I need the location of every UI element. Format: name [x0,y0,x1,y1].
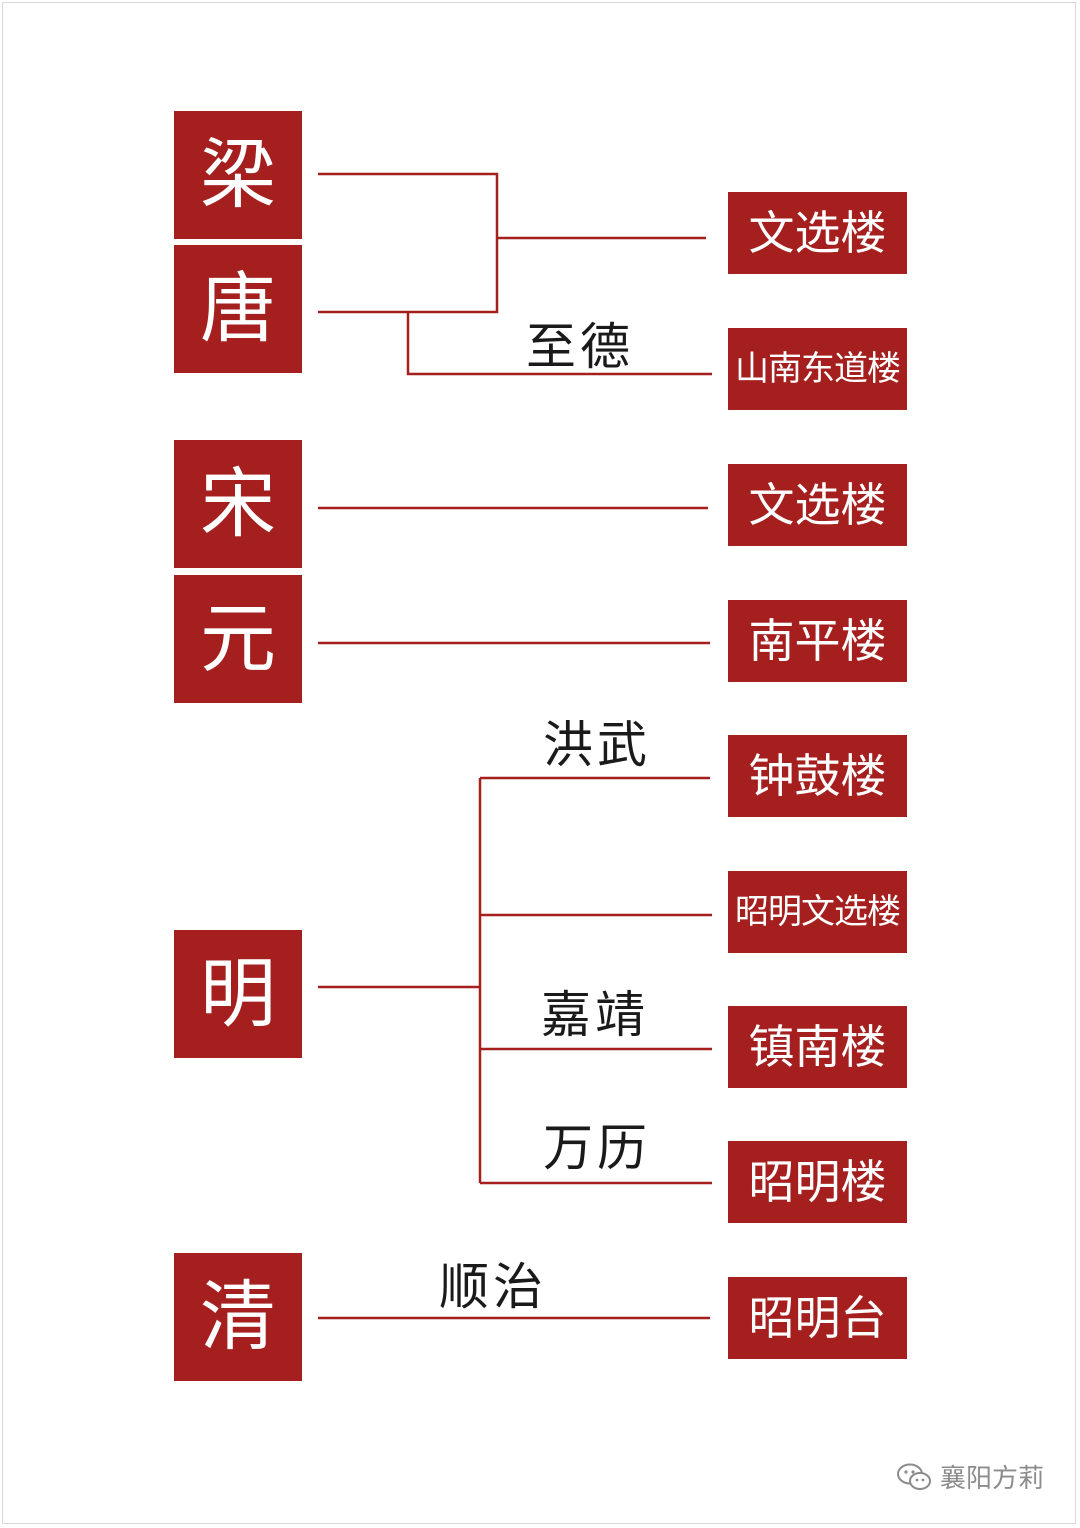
dynasty-ming: 明 [174,930,302,1058]
era-shunzhi: 顺治 [439,1258,547,1316]
dynasty-qing: 清 [174,1253,302,1381]
era-zhide: 至德 [526,318,634,376]
era-jiajing: 嘉靖 [541,986,649,1044]
building-nanpinglou: 南平楼 [728,600,907,682]
building-wenxuanlou-liang-tang: 文选楼 [728,192,907,274]
era-wanli: 万历 [543,1119,651,1177]
dynasty-song: 宋 [174,440,302,568]
connector-liang-tang [318,172,499,314]
dynasty-liang: 梁 [174,111,302,239]
building-zhaominglou: 昭明楼 [728,1141,907,1223]
watermark: 襄阳方莉 [896,1458,1044,1495]
dynasty-yuan: 元 [174,575,302,703]
building-zhaoming-wenxuanlou: 昭明文选楼 [728,871,907,953]
building-zhennanlou: 镇南楼 [728,1006,907,1088]
building-zhongulou: 钟鼓楼 [728,735,907,817]
watermark-text: 襄阳方莉 [940,1464,1045,1494]
era-hongwu: 洪武 [543,716,651,774]
building-zhaomingtai: 昭明台 [728,1277,907,1359]
dynasty-tang: 唐 [174,245,302,373]
building-shannan-dongdao-lou: 山南东道楼 [728,328,907,410]
building-wenxuanlou-song: 文选楼 [728,464,907,546]
wechat-icon [897,1463,931,1490]
connector-tang-zhide [406,312,712,376]
